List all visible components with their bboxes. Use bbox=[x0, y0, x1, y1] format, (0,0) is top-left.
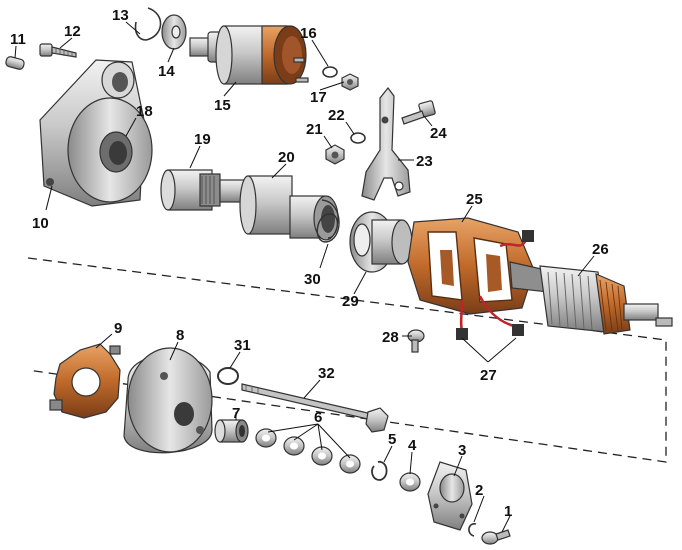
callout-27: 27 bbox=[480, 367, 497, 384]
assembly-dashed-outline bbox=[27, 257, 667, 463]
callout-labels: 1 2 3 4 5 6 7 8 9 10 11 12 13 14 15 16 1… bbox=[10, 7, 609, 520]
bushing-icon bbox=[214, 419, 249, 443]
callout-17: 17 bbox=[310, 89, 327, 106]
leader-lines bbox=[14, 21, 595, 533]
callout-21: 21 bbox=[306, 121, 323, 138]
callout-14: 14 bbox=[158, 63, 175, 80]
callout-8: 8 bbox=[176, 327, 184, 344]
drive-pinion-icon bbox=[160, 169, 339, 241]
callout-4: 4 bbox=[408, 437, 417, 454]
clip-icon bbox=[468, 523, 477, 537]
callout-2: 2 bbox=[475, 482, 483, 499]
washer-icon bbox=[217, 367, 239, 385]
callout-9: 9 bbox=[114, 320, 122, 337]
end-cover-icon bbox=[123, 347, 213, 454]
callout-13: 13 bbox=[112, 7, 129, 24]
washer-icon bbox=[161, 14, 187, 50]
armature-icon bbox=[509, 261, 673, 335]
callout-25: 25 bbox=[466, 191, 483, 208]
callout-24: 24 bbox=[430, 125, 447, 142]
callout-26: 26 bbox=[592, 241, 609, 258]
through-bolt-icon bbox=[241, 383, 389, 433]
screw-icon bbox=[407, 329, 425, 353]
callout-31: 31 bbox=[234, 337, 251, 354]
lock-washer-icon bbox=[371, 461, 388, 481]
callout-16: 16 bbox=[300, 25, 317, 42]
washer-icon bbox=[350, 132, 366, 144]
shim-washers-icon bbox=[255, 428, 361, 474]
nut-icon bbox=[325, 144, 345, 165]
callout-20: 20 bbox=[278, 149, 295, 166]
callout-18: 18 bbox=[136, 103, 153, 120]
field-frame-icon bbox=[407, 217, 535, 340]
end-cap-icon bbox=[427, 461, 473, 531]
solenoid-icon bbox=[189, 25, 309, 85]
callout-32: 32 bbox=[318, 365, 335, 382]
callout-1: 1 bbox=[504, 503, 512, 520]
callout-6: 6 bbox=[314, 409, 322, 426]
pin-icon bbox=[5, 56, 25, 70]
callout-29: 29 bbox=[342, 293, 359, 310]
callout-19: 19 bbox=[194, 131, 211, 148]
callout-3: 3 bbox=[458, 442, 466, 459]
screw-icon bbox=[481, 529, 511, 545]
callout-10: 10 bbox=[32, 215, 49, 232]
callout-22: 22 bbox=[328, 107, 345, 124]
brush-plate-icon bbox=[49, 343, 121, 419]
callout-5: 5 bbox=[388, 431, 396, 448]
retaining-ring-icon bbox=[134, 7, 162, 41]
callout-12: 12 bbox=[64, 23, 81, 40]
callout-7: 7 bbox=[232, 405, 240, 422]
screw-icon bbox=[39, 43, 77, 58]
collar-icon bbox=[349, 211, 413, 273]
washer-icon bbox=[399, 472, 421, 492]
callout-11: 11 bbox=[10, 31, 26, 48]
shift-lever-icon bbox=[361, 87, 411, 201]
callout-28: 28 bbox=[382, 329, 399, 346]
callout-30: 30 bbox=[304, 271, 321, 288]
callout-15: 15 bbox=[214, 97, 231, 114]
bolt-icon bbox=[401, 100, 436, 125]
drive-end-housing-icon bbox=[39, 59, 153, 207]
washer-icon bbox=[322, 66, 338, 78]
spring-icon bbox=[316, 199, 340, 243]
callout-23: 23 bbox=[416, 153, 433, 170]
nut-icon bbox=[341, 73, 359, 91]
